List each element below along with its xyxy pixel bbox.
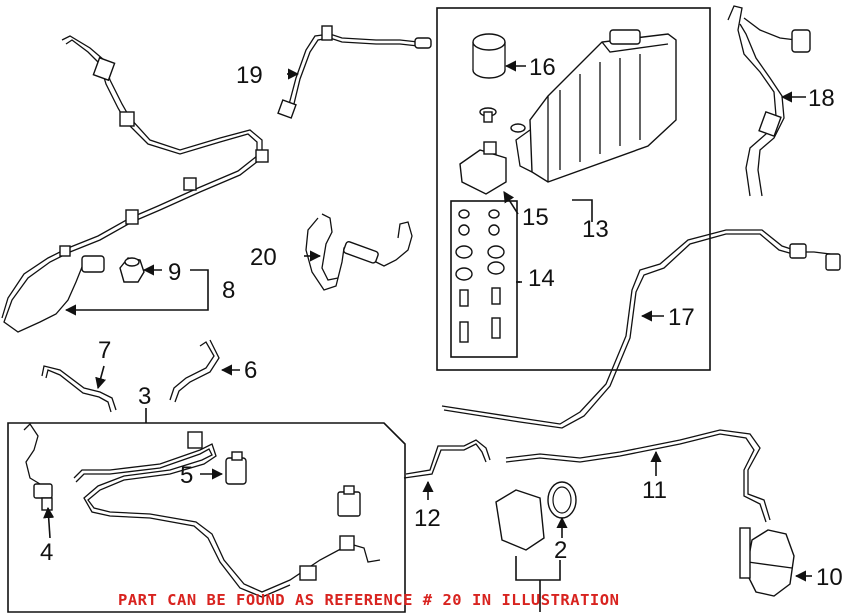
part-18-hose xyxy=(727,5,811,197)
part-9-sensor xyxy=(119,257,145,283)
callout-19: 19 xyxy=(236,62,263,89)
callout-2: 2 xyxy=(554,537,567,564)
callout-18: 18 xyxy=(808,85,835,112)
part-10-reservoir xyxy=(739,527,795,597)
box-group-13 xyxy=(436,7,711,371)
box-group-14 xyxy=(450,200,518,358)
part-11-tube xyxy=(505,429,771,523)
callout-20: 20 xyxy=(250,244,277,271)
part-14-mount-kit xyxy=(455,209,505,343)
part-4-sensor xyxy=(23,422,53,511)
part-15-valve xyxy=(459,107,526,195)
callout-12: 12 xyxy=(414,505,441,532)
part-8-harness xyxy=(1,35,269,333)
callout-3: 3 xyxy=(138,383,151,410)
part-3-clip xyxy=(337,485,361,517)
part-13-canister xyxy=(515,29,677,183)
part-16-filter xyxy=(472,33,506,79)
part-12-tube xyxy=(403,439,491,479)
callout-11: 11 xyxy=(642,477,667,504)
callout-15: 15 xyxy=(522,204,549,231)
part-17-tube xyxy=(441,229,841,429)
part-3-harness xyxy=(73,431,381,598)
callout-10: 10 xyxy=(816,564,843,591)
callout-9: 9 xyxy=(168,259,181,286)
part-5-connector xyxy=(225,451,247,485)
callout-14: 14 xyxy=(528,265,555,292)
callout-16: 16 xyxy=(529,54,556,81)
part-7-hose xyxy=(41,365,117,413)
callout-17: 17 xyxy=(668,304,695,331)
callout-7: 7 xyxy=(98,337,111,364)
part-19-tube xyxy=(277,25,432,119)
callout-4: 4 xyxy=(40,539,53,566)
callout-6: 6 xyxy=(244,357,257,384)
callout-5: 5 xyxy=(180,462,193,489)
box-group-3 xyxy=(7,422,406,613)
reference-notice: PART CAN BE FOUND AS REFERENCE # 20 IN I… xyxy=(118,591,619,609)
callout-8: 8 xyxy=(222,277,235,304)
part-6-hose xyxy=(169,339,220,403)
callout-13: 13 xyxy=(582,216,609,243)
part-20-sensor-wire xyxy=(305,213,413,291)
